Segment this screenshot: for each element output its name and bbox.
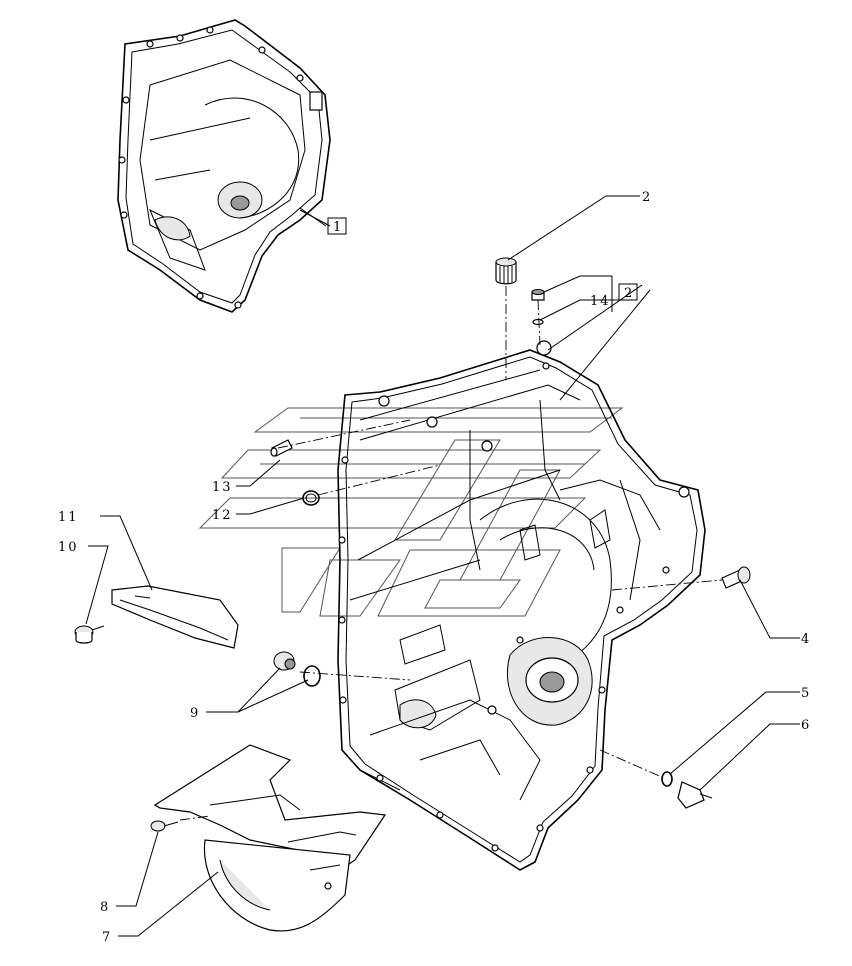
reference-box-1: 1: [327, 217, 347, 235]
sensor-6: [677, 781, 713, 809]
callout-10: 10: [58, 540, 79, 555]
callout-5: 5: [801, 686, 811, 701]
callout-2: 2: [642, 190, 652, 205]
guard-7: [153, 744, 387, 932]
reference-box-2-label: 2: [624, 286, 634, 301]
callout-11: 11: [58, 510, 79, 525]
o-ring-12-inner: [305, 493, 317, 503]
dowel-pin-13: [270, 439, 293, 457]
plug-14: [531, 289, 545, 326]
bolt-10: [74, 625, 105, 644]
cover-plate-11: [111, 585, 239, 649]
inset-housing: [117, 19, 331, 313]
callout-6: 6: [801, 718, 811, 733]
callout-12: 12: [212, 508, 233, 523]
loose-parts: [74, 257, 751, 932]
leader-lines: [85, 195, 800, 937]
callout-8: 8: [100, 900, 110, 915]
drain-plug-9: [273, 651, 321, 687]
callout-14: 14: [590, 294, 611, 309]
breather-cap: [495, 257, 517, 285]
reference-box-2: 2: [618, 283, 638, 301]
main-housing: [337, 340, 706, 871]
callout-9: 9: [190, 706, 200, 721]
reference-box-1-label: 1: [333, 220, 343, 235]
watermark-logo: [198, 407, 624, 617]
screw-8: [150, 820, 179, 832]
centre-lines: [179, 286, 723, 821]
callout-4: 4: [801, 632, 811, 647]
callout-7: 7: [102, 930, 112, 945]
bolt-4: [721, 566, 751, 589]
callout-labels: 2 14 13 12 11 10 4 9 5 6 8 7: [58, 190, 811, 945]
seal-5: [661, 771, 673, 787]
callout-13: 13: [212, 480, 233, 495]
